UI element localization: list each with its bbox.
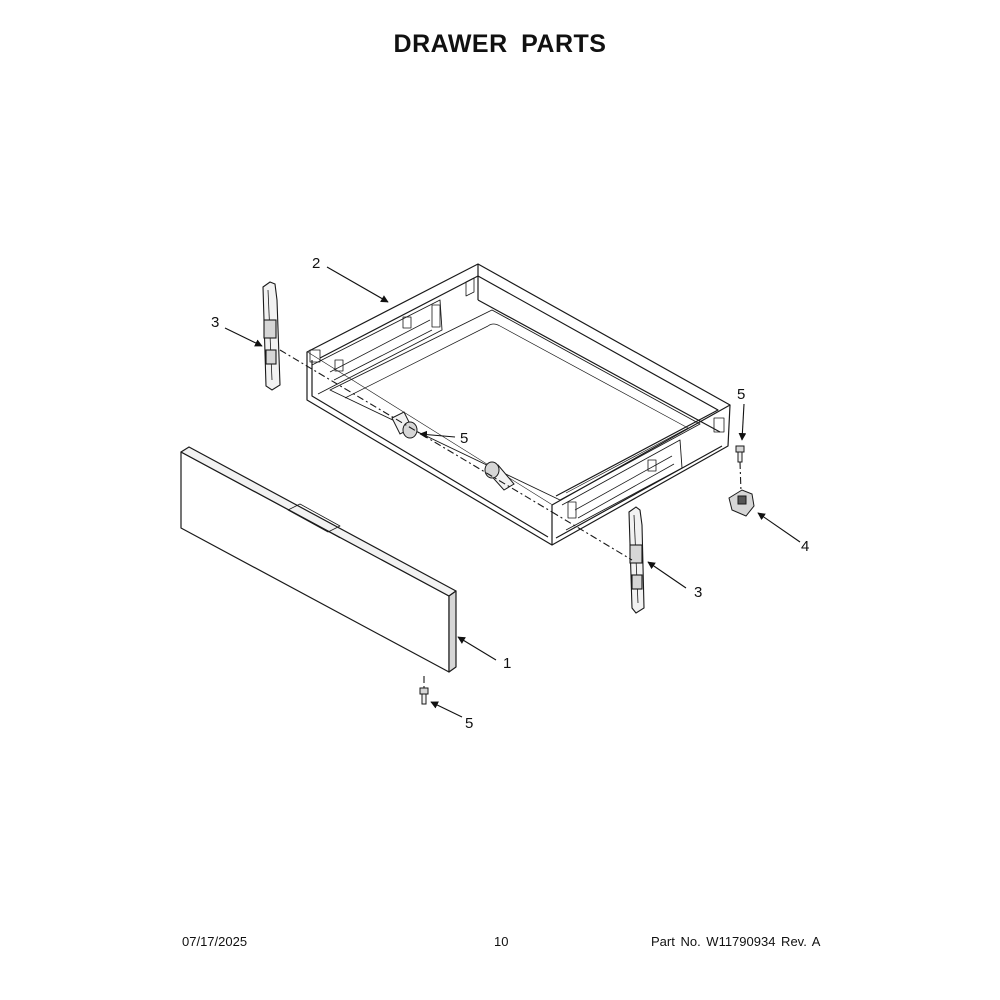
- assembly-lines: [279, 349, 742, 688]
- callout-screw-top-right: 5: [737, 386, 745, 403]
- screw-bottom: [419, 687, 429, 705]
- callout-screw-bottom: 5: [465, 715, 473, 732]
- page-title: DRAWER PARTS: [393, 30, 607, 58]
- drawer-stop-bracket: [728, 489, 755, 517]
- drawer-body: [306, 263, 731, 546]
- leader-arrows: [224, 266, 801, 718]
- callout-slide-left: 3: [211, 314, 219, 331]
- screw-top-right: [735, 445, 745, 463]
- drawer-slide-left: [262, 281, 281, 391]
- callout-slide-right: 3: [694, 584, 702, 601]
- callout-drawer-front: 1: [503, 655, 511, 672]
- drawer-front-panel: [180, 446, 457, 673]
- callout-screw-front: 5: [460, 430, 468, 447]
- footer-date: 07/17/2025: [182, 934, 248, 949]
- footer-page-number: 10: [494, 934, 509, 949]
- callout-drawer-body: 2: [312, 255, 320, 272]
- drawer-slide-right: [628, 506, 645, 614]
- callout-stop-bracket: 4: [801, 538, 809, 555]
- footer-part-number: Part No. W11790934 Rev. A: [651, 934, 821, 949]
